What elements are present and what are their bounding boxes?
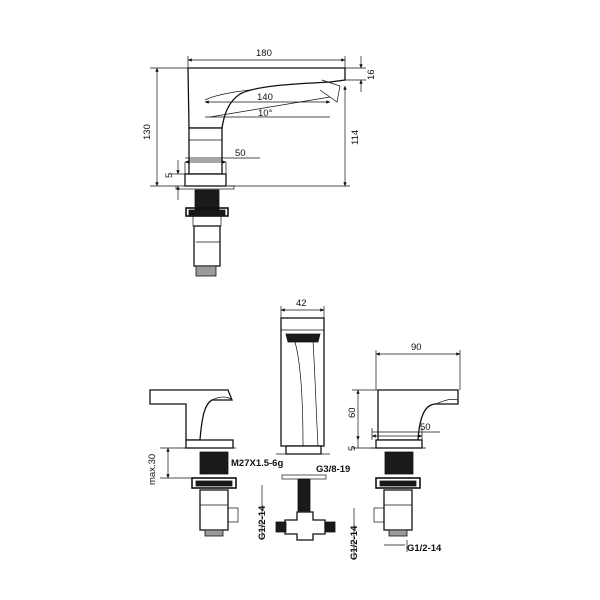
threaded-shank bbox=[194, 189, 220, 211]
dim-max30: max.30 bbox=[147, 454, 158, 485]
dim-90: 90 bbox=[411, 342, 422, 353]
spout-body bbox=[187, 67, 346, 129]
column bbox=[188, 127, 223, 175]
left-handle-assembly bbox=[149, 389, 239, 537]
dim-130: 130 bbox=[142, 124, 153, 140]
dim-5-bottom: 5 bbox=[347, 446, 358, 451]
right-handle-assembly bbox=[370, 389, 459, 537]
dim-140: 140 bbox=[257, 92, 273, 103]
dim-50-top: 50 bbox=[235, 148, 246, 159]
bottom-dimensions: 42 90 60 5 50 max.30 M27X1.5-6g G3/8-19 … bbox=[147, 298, 461, 560]
dim-114: 114 bbox=[350, 130, 361, 145]
label-g12-left: G1/2-14 bbox=[257, 505, 268, 540]
dim-42: 42 bbox=[296, 298, 307, 309]
base-plate bbox=[184, 173, 227, 187]
dim-180: 180 bbox=[256, 48, 272, 59]
dim-angle: 10° bbox=[258, 108, 273, 119]
dim-16: 16 bbox=[366, 69, 377, 80]
label-g12-right: G1/2-14 bbox=[407, 543, 442, 554]
center-spout-assembly bbox=[275, 317, 336, 541]
label-m27: M27X1.5-6g bbox=[231, 458, 283, 469]
spout-faucet-side-view bbox=[175, 67, 346, 277]
label-g38: G3/8-19 bbox=[316, 464, 350, 475]
top-dimensions: 180 140 10° 16 114 130 50 5 bbox=[142, 48, 377, 200]
dim-60: 60 bbox=[347, 407, 358, 418]
supply-hose bbox=[193, 225, 221, 267]
label-g12-center: G1/2-14 bbox=[349, 525, 360, 560]
dim-5-top: 5 bbox=[164, 173, 175, 178]
dim-50-bottom: 50 bbox=[420, 422, 431, 433]
